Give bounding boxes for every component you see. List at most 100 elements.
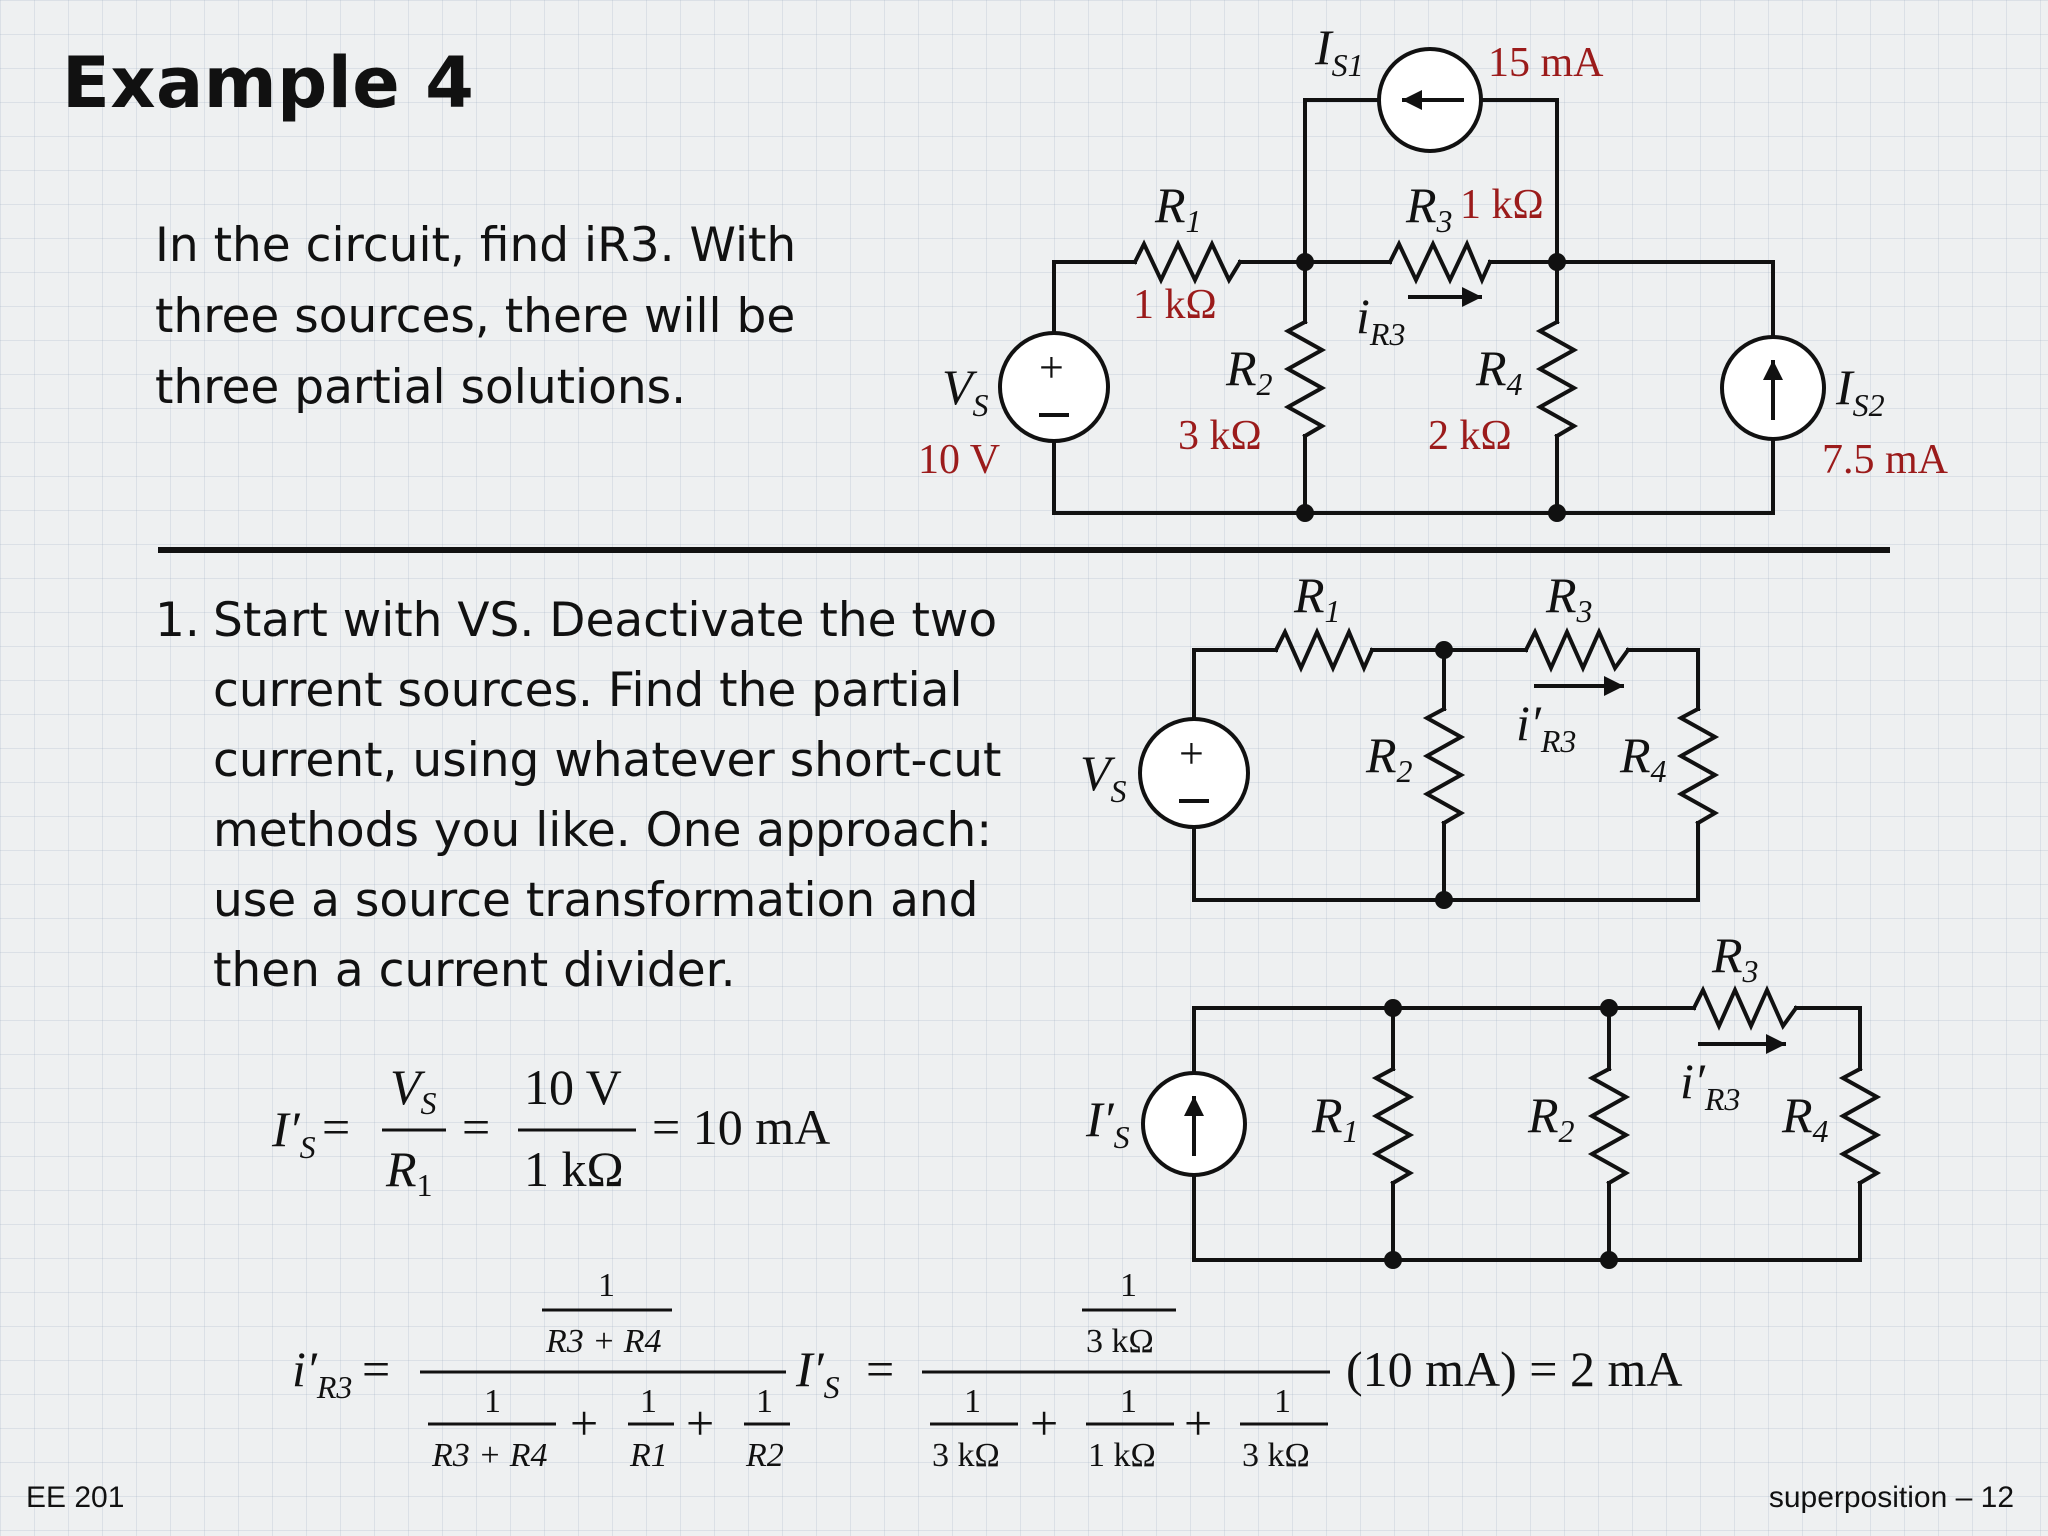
eq1-lhs-name: I′ xyxy=(271,1101,301,1157)
tr-r3-name: R xyxy=(1711,927,1743,983)
eq2-lhs-name: i′ xyxy=(292,1341,318,1397)
vs-vs-source xyxy=(1138,717,1250,829)
tr-is-sub: S xyxy=(1114,1119,1130,1155)
eq2-num-plus-1: + xyxy=(1030,1395,1058,1451)
tr-ir3-name: i′ xyxy=(1680,1053,1706,1109)
main-is1-label: IS1 xyxy=(1314,19,1364,83)
main-ir3-label: iR3 xyxy=(1356,288,1405,352)
tr-node-4 xyxy=(1600,1251,1618,1269)
main-r4-sub: 4 xyxy=(1507,366,1523,402)
eq2-num-top-3k: 3 kΩ xyxy=(1086,1323,1154,1360)
eq1-den-r1: R1 xyxy=(385,1141,433,1203)
vs-r4-resistor xyxy=(1676,706,1720,826)
main-is2-sub: S2 xyxy=(1853,387,1885,423)
vs-node-top xyxy=(1435,641,1453,659)
tr-wire-bottom xyxy=(1192,1181,1862,1262)
step-number: 1. xyxy=(155,593,200,648)
eq2-sym-d2-one: 1 xyxy=(640,1383,657,1420)
eq2-is: I′S xyxy=(795,1341,840,1405)
vs-r2-resistor xyxy=(1422,706,1466,826)
eq2-num-d2-one: 1 xyxy=(1120,1383,1137,1420)
vs-r3-name: R xyxy=(1545,567,1577,623)
main-vs-sub: S xyxy=(973,387,989,423)
vs-vs-label: VS xyxy=(1080,745,1127,809)
eq2-num-d1-3k: 3 kΩ xyxy=(932,1437,1000,1474)
vs-r1-name: R xyxy=(1293,567,1325,623)
eq1-num-var: V xyxy=(390,1059,426,1115)
eq2-equals-2: = xyxy=(866,1341,894,1397)
step-text: Start with VS. Deactivate the two curren… xyxy=(213,593,1002,998)
eq2-sym-d3-one: 1 xyxy=(756,1383,773,1420)
eq1-den2: 1 kΩ xyxy=(524,1141,624,1197)
main-r2-name: R xyxy=(1225,340,1257,396)
vs-r2-sub: 2 xyxy=(1397,753,1413,789)
eq1-den-var: R xyxy=(385,1141,417,1197)
main-is1-sub: S1 xyxy=(1332,47,1364,83)
eq2-tail: (10 mA) = 2 mA xyxy=(1346,1341,1683,1397)
tr-r2-sub: 2 xyxy=(1559,1113,1575,1149)
eq2-sym-plus-2: + xyxy=(686,1395,714,1451)
vs-ir3-sub: R3 xyxy=(1540,723,1577,759)
tr-r3-resistor xyxy=(1691,985,1799,1031)
eq2-is-name: I′ xyxy=(795,1341,825,1397)
eq1-num-sub: S xyxy=(421,1085,437,1121)
tr-r1-label: R1 xyxy=(1311,1087,1359,1149)
main-wire-is1-loop xyxy=(1303,98,1559,264)
vs-vs-sub: S xyxy=(1111,773,1127,809)
eq2-sym-top-r3r4: R3 + R4 xyxy=(545,1323,661,1360)
main-vs-plus-sign: + xyxy=(1039,343,1064,392)
main-vs-label: VS xyxy=(942,359,989,423)
main-wire-b-to-right xyxy=(1555,260,1775,345)
main-node-b xyxy=(1548,253,1566,271)
vs-vs-plus-sign: + xyxy=(1179,729,1204,778)
eq2-equals-1: = xyxy=(362,1341,390,1397)
footer-course: EE 201 xyxy=(26,1481,125,1514)
eq2-num-d3-one: 1 xyxy=(1274,1383,1291,1420)
tr-node-1 xyxy=(1384,999,1402,1017)
main-vs-source xyxy=(998,331,1110,443)
vs-ir3-name: i′ xyxy=(1516,695,1542,751)
main-r3-name: R xyxy=(1405,177,1437,233)
main-r4-resistor xyxy=(1535,319,1579,439)
eq2-num-top-one: 1 xyxy=(1120,1267,1137,1304)
eq1-equals-1: = xyxy=(322,1099,350,1155)
tr-r2-label: R2 xyxy=(1527,1087,1575,1149)
vs-r3-sub: 3 xyxy=(1576,593,1593,629)
main-r3-label: R3 xyxy=(1405,177,1453,239)
main-r4-label: R4 xyxy=(1475,340,1523,402)
divider-rule xyxy=(158,547,1890,553)
eq2-sym-plus-1: + xyxy=(570,1395,598,1451)
vs-r3-resistor xyxy=(1523,627,1631,673)
eq1-lhs-sub: S xyxy=(300,1129,316,1165)
main-node-a xyxy=(1296,253,1314,271)
eq2-sym-d1-r3r4: R3 + R4 xyxy=(431,1437,547,1474)
eq1-lhs: I′S xyxy=(271,1101,316,1165)
tr-r2-name: R xyxy=(1527,1087,1559,1143)
tr-node-2 xyxy=(1600,999,1618,1017)
vs-r2-label: R2 xyxy=(1365,727,1413,789)
tr-r4-label: R4 xyxy=(1781,1087,1829,1149)
vs-r1-sub: 1 xyxy=(1325,593,1341,629)
main-r2-value: 3 kΩ xyxy=(1178,413,1262,459)
vs-r1-resistor xyxy=(1273,626,1375,674)
tr-is-label: I′S xyxy=(1085,1091,1130,1155)
main-r4-name: R xyxy=(1475,340,1507,396)
tr-r4-name: R xyxy=(1781,1087,1813,1143)
eq2-is-sub: S xyxy=(824,1369,840,1405)
eq2-sym-top-one: 1 xyxy=(598,1267,615,1304)
tr-wire-r3-to-right xyxy=(1794,1006,1862,1071)
eq2-lhs: i′R3 xyxy=(292,1341,352,1405)
main-vs-value: 10 V xyxy=(918,437,1000,483)
slide-title: Example 4 xyxy=(62,42,475,124)
main-node-d xyxy=(1548,504,1566,522)
eq2-sym-d3-r2: R2 xyxy=(745,1437,784,1474)
tr-r3-label: R3 xyxy=(1711,927,1759,989)
eq1-num2: 10 V xyxy=(524,1059,622,1115)
equation-2: i′R3 = 1 R3 + R4 1 R3 + R4 + 1 R1 + 1 R2… xyxy=(292,1267,1683,1474)
eq2-num-d1-one: 1 xyxy=(964,1383,981,1420)
tr-r1-resistor xyxy=(1371,1066,1415,1186)
vs-circuit: + R1 R3 i′R3 R2 R4 VS xyxy=(1080,567,1720,909)
eq1-result: = 10 mA xyxy=(652,1099,830,1155)
main-ir3-sub: R3 xyxy=(1369,316,1406,352)
eq1-num-vs: VS xyxy=(390,1059,437,1121)
